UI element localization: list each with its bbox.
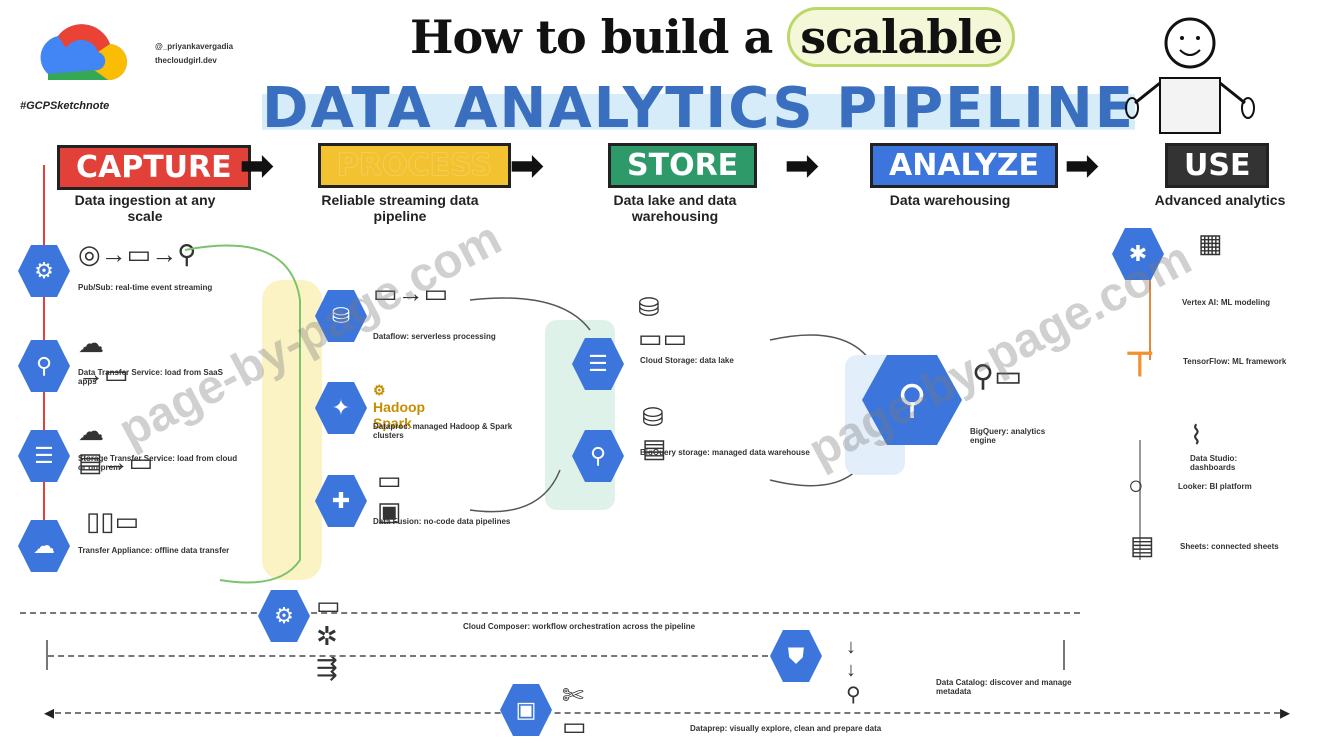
capture-glyphs: ▯▯▭ xyxy=(86,506,140,536)
store-glyphs: ⛁▤ xyxy=(642,402,667,463)
page-subtitle: DATA ANALYTICS PIPELINE xyxy=(262,76,1136,141)
store-item: ☰ ⛁▭▭ Cloud Storage: data lake xyxy=(572,292,734,390)
author-line-1: @_priyankavergadia xyxy=(155,42,234,51)
capture-glyphs: ☁→▭ xyxy=(78,328,129,389)
stage-capture-desc: Data ingestion at any scale xyxy=(74,192,216,224)
bottom-arrow-line xyxy=(55,712,1280,714)
data-catalog-icon: ⛊ xyxy=(770,630,822,682)
bracket-dash xyxy=(48,655,768,657)
capture-item: ☰ ☁▤→▭ Storage Transfer Service: load fr… xyxy=(18,416,237,482)
bottom-arrow-right-icon: ▸ xyxy=(1280,702,1291,724)
stage-analyze-desc: Data warehousing xyxy=(889,192,1011,208)
use-caption: Looker: BI platform xyxy=(1178,482,1252,491)
bottom-arrow-left-icon: ◂ xyxy=(44,702,55,724)
author-line-2: thecloudgirl.dev xyxy=(155,56,217,65)
stage-process: PROCESS xyxy=(318,143,511,188)
arrow-right-icon: ➡ xyxy=(240,144,274,188)
stage-store-desc: Data lake and data warehousing xyxy=(613,192,737,224)
process-glyphs: ▭→▭ xyxy=(373,278,449,308)
bracket-line xyxy=(46,640,1065,670)
process-caption: Dataproc: managed Hadoop & Spark cluster… xyxy=(373,422,513,440)
capture-item: ⚲ ☁→▭ Data Transfer Service: load from S… xyxy=(18,328,223,392)
process-glyphs: ▭ ▣ xyxy=(377,465,402,526)
capture-caption: Pub/Sub: real-time event streaming xyxy=(78,283,213,292)
process-item: ⛁ ▭→▭ Dataflow: serverless processing xyxy=(315,278,496,342)
use-item: ✱ ▦ Vertex AI: ML modeling xyxy=(1112,228,1270,307)
store-caption: BigQuery storage: managed data warehouse xyxy=(640,448,810,457)
process-item: ✦ ⚙ Hadoop Spark Dataproc: managed Hadoo… xyxy=(315,382,512,440)
dataprep-glyphs: ✄ ▭ xyxy=(562,680,587,741)
divider-line xyxy=(20,612,1080,614)
arrow-right-icon: ➡ xyxy=(1065,144,1099,188)
composer-row: ⚙ ▭ ✲ ⇶ Cloud Composer: workflow orchest… xyxy=(258,590,695,682)
store-item: ⚲ ⛁▤ BigQuery storage: managed data ware… xyxy=(572,402,810,482)
tensorflow-icon: ⊤ xyxy=(1125,346,1155,384)
capture-caption: Storage Transfer Service: load from clou… xyxy=(78,454,238,472)
stage-process-desc: Reliable streaming data pipeline xyxy=(321,192,479,224)
process-item: ✚ ▭ ▣ Data Fusion: no-code data pipeline… xyxy=(315,465,510,527)
capture-caption: Transfer Appliance: offline data transfe… xyxy=(78,546,230,555)
process-highlight xyxy=(262,280,322,580)
dataprep-caption: Dataprep: visually explore, clean and pr… xyxy=(690,724,882,733)
cloud-logo-icon xyxy=(40,24,128,81)
transfer-appliance-icon: ☁ xyxy=(18,520,70,572)
process-caption: Data Fusion: no-code data pipelines xyxy=(373,517,511,526)
stage-analyze: ANALYZE xyxy=(870,143,1058,188)
bigquery-storage-icon: ⚲ xyxy=(572,430,624,482)
gcp-logo xyxy=(28,14,128,104)
process-glyphs: ⚙ Hadoop Spark xyxy=(373,382,426,431)
title-highlight: scalable xyxy=(787,7,1016,67)
use-caption: Data Studio: dashboards xyxy=(1190,454,1238,472)
capture-item: ☁ ▯▯▭ Transfer Appliance: offline data t… xyxy=(18,506,229,572)
analyze-caption: BigQuery: analytics engine xyxy=(970,427,1046,445)
bigquery-icon: ⚲ xyxy=(862,355,962,445)
sheets-icon: ▤ xyxy=(1130,530,1155,560)
composer-icon: ⚙ xyxy=(258,590,310,642)
stage-use: USE xyxy=(1165,143,1270,188)
process-caption: Dataflow: serverless processing xyxy=(373,332,496,341)
analyze-glyphs: ⚲▭ xyxy=(972,360,1023,393)
arrow-right-icon: ➡ xyxy=(785,144,819,188)
catalog-row: ⛊ ↓ ↓ ⚲ Data Catalog: discover and manag… xyxy=(770,630,1072,706)
logo-caption: #GCPSketchnote xyxy=(20,100,110,112)
analyze-item: ⚲ ⚲▭ BigQuery: analytics engine xyxy=(862,355,1045,445)
cloud-storage-icon: ☰ xyxy=(572,338,624,390)
stage-use-desc: Advanced analytics xyxy=(1154,192,1286,208)
page-title: How to build a scalable xyxy=(410,7,1016,67)
looker-icon: ○ xyxy=(1128,470,1144,500)
dataprep-row: ▣ ✄ ▭ Dataprep: visually explore, clean … xyxy=(500,680,881,741)
composer-glyphs: ▭ ✲ ⇶ xyxy=(316,590,341,682)
chart-icon: ⌇ xyxy=(1190,420,1203,450)
capture-item: ⚙ ◎→▭→⚲ Pub/Sub: real-time event streami… xyxy=(18,239,212,297)
store-glyphs: ⛁▭▭ xyxy=(638,292,688,353)
capture-glyphs: ◎→▭→⚲ xyxy=(78,239,197,269)
store-caption: Cloud Storage: data lake xyxy=(640,356,734,365)
capture-caption: Data Transfer Service: load from SaaS ap… xyxy=(78,368,223,386)
use-caption: TensorFlow: ML framework xyxy=(1183,357,1287,366)
stage-capture: CAPTURE xyxy=(57,145,251,190)
use-glyphs: ▦ xyxy=(1198,228,1223,258)
arrow-right-icon: ➡ xyxy=(510,144,544,188)
use-caption: Vertex AI: ML modeling xyxy=(1182,298,1271,307)
catalog-caption: Data Catalog: discover and manage metada… xyxy=(936,678,1072,696)
stick-figure-icon xyxy=(1125,17,1255,134)
composer-caption: Cloud Composer: workflow orchestration a… xyxy=(463,622,696,631)
dataprep-icon: ▣ xyxy=(500,684,552,736)
catalog-glyphs: ↓ ↓ ⚲ xyxy=(846,636,861,706)
capture-glyphs: ☁▤→▭ xyxy=(78,416,154,477)
use-caption: Sheets: connected sheets xyxy=(1180,542,1279,551)
stage-store: STORE xyxy=(608,143,758,188)
title-pre: How to build a xyxy=(410,10,773,64)
